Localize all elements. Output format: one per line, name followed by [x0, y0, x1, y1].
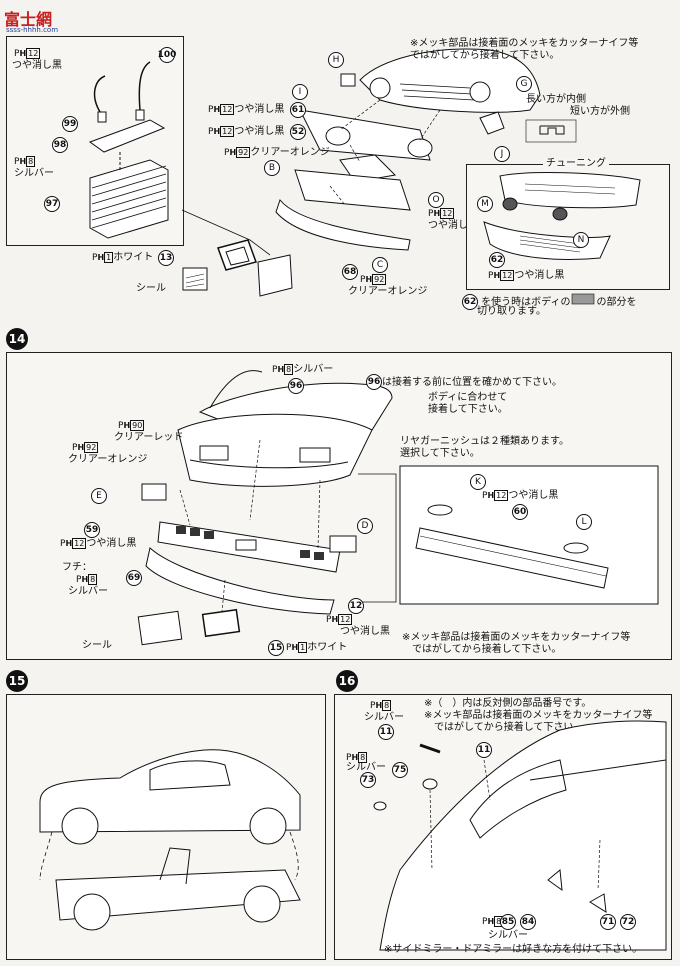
- step14-part-12: 12: [348, 598, 364, 614]
- step14-part-59: 59: [84, 522, 100, 538]
- top-plating-note: ※メッキ部品は接着面のメッキをカッターナイフ等ではがしてから接着して下さい。: [410, 38, 639, 61]
- step14-part-E: E: [91, 488, 107, 504]
- step-15-badge: 15: [6, 670, 28, 692]
- step14-label-seal: シール: [82, 640, 112, 651]
- step14-part-69: 69: [126, 570, 142, 586]
- part-98: 98: [52, 137, 68, 153]
- label-seal-top: シール: [136, 283, 166, 294]
- step16-label-73-text: シルバー: [346, 762, 386, 773]
- part-N: N: [573, 232, 589, 248]
- step14-part-96: 96: [288, 378, 304, 394]
- label-O-text: つや消し黒: [428, 220, 478, 231]
- step16-part-71: 71: [600, 914, 616, 930]
- part-97: 97: [44, 196, 60, 212]
- step14-part-K: K: [470, 474, 486, 490]
- step16-label-85-text: シルバー: [488, 930, 528, 941]
- part-100: 100: [158, 47, 176, 63]
- tuning-note: 62 を使う時はボディのの部分を: [462, 294, 637, 310]
- step14-part-L: L: [576, 514, 592, 530]
- part-G: G: [516, 76, 532, 92]
- step14-note-plating: ※メッキ部品は接着面のメッキをカッターナイフ等ではがしてから接着して下さい。: [402, 632, 631, 655]
- step14-label-clear-orange: クリアーオレンジ: [68, 454, 148, 465]
- step16-part-85: 85: [500, 914, 516, 930]
- part-O: O: [428, 192, 444, 208]
- step16-part-75: 75: [392, 762, 408, 778]
- step14-part-D: D: [357, 518, 373, 534]
- watermark-url: ssss-hhhh.com: [6, 26, 59, 34]
- part-C: C: [372, 257, 388, 273]
- tuning-note-2: 切り取ります。: [477, 306, 546, 317]
- step16-part-11a: 11: [378, 724, 394, 740]
- part-68: 68: [342, 264, 358, 280]
- step16-bottom-note: ※サイドミラー・ドアミラーは好きな方を付けて下さい。: [384, 944, 643, 955]
- label-C-text: クリアーオレンジ: [348, 286, 428, 297]
- step14-label-clear-red: クリアーレッド: [114, 432, 184, 443]
- part-61: 61: [290, 102, 306, 118]
- part-H: H: [328, 52, 344, 68]
- step14-label-12-text: つや消し黒: [340, 626, 390, 637]
- step14-label-edge: フチ：: [62, 562, 92, 573]
- long-short-note: 長い方が内側短い方が外側: [526, 94, 630, 117]
- watermark-logo: 富士網: [4, 10, 53, 29]
- part-J: J: [494, 146, 510, 162]
- label-100-text: つや消し黒: [12, 60, 62, 71]
- step14-note-body: ボディに合わせて接着して下さい。: [428, 392, 508, 415]
- part-99: 99: [62, 116, 78, 132]
- part-62-tuning: 62: [489, 252, 505, 268]
- step14-part-60: 60: [512, 504, 528, 520]
- step14-part-15: 15: [268, 640, 284, 656]
- part-M: M: [477, 196, 493, 212]
- part-B: B: [264, 160, 280, 176]
- step16-part-73: 73: [360, 772, 376, 788]
- part-13: 13: [158, 250, 174, 266]
- step16-label-11-text: シルバー: [364, 712, 404, 723]
- step16-part-84: 84: [520, 914, 536, 930]
- tuning-title: チューニング: [543, 158, 609, 170]
- step16-notes: ※（ ）内は反対側の部品番号です。※メッキ部品は接着面のメッキをカッターナイフ等…: [424, 698, 653, 733]
- step14-label-edge-silver: シルバー: [68, 586, 108, 597]
- label-98-text: シルバー: [14, 168, 54, 179]
- step16-part-11b: 11: [476, 742, 492, 758]
- part-I: I: [292, 84, 308, 100]
- step16-part-72: 72: [620, 914, 636, 930]
- step-16-badge: 16: [336, 670, 358, 692]
- step14-note-garnish: リヤガーニッシュは２種類あります。選択して下さい。: [400, 436, 569, 459]
- part-52: 52: [290, 124, 306, 140]
- step-14-badge: 14: [6, 328, 28, 350]
